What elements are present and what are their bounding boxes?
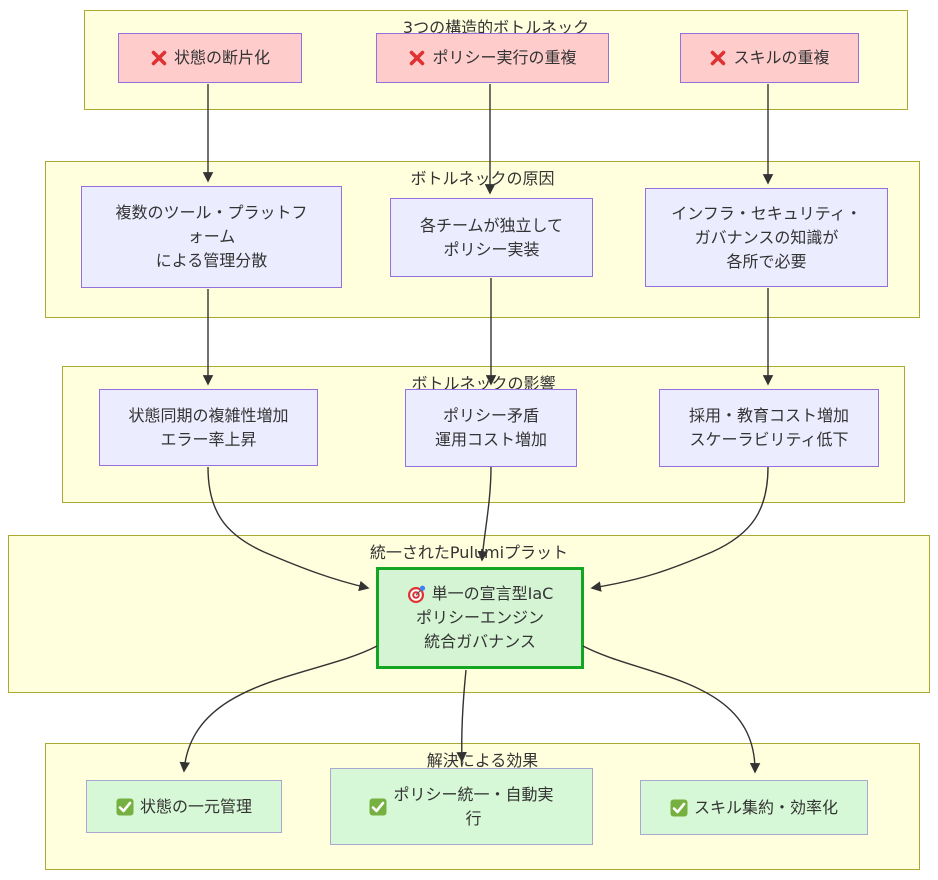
cross-mark-icon [709,49,727,67]
cause-node-tool-dispersion: 複数のツール・プラットフ ォーム による管理分散 [81,186,342,288]
impact-node-label: 採用・教育コスト増加 スケーラビリティ低下 [688,406,849,449]
check-mark-icon [369,798,387,816]
solution-node-line1: 単一の宣言型IaC [407,582,554,606]
cause-node-independent-policy: 各チームが独立して ポリシー実装 [390,198,593,277]
effect-node-centralized-state: 状態の一元管理 [86,780,282,833]
cluster-bottlenecks-title: 3つの構造的ボトルネック [402,18,590,37]
cluster-platform-title: 統一されたPulumiプラット [369,543,569,562]
impact-node-label: 状態同期の複雑性増加 エラー率上昇 [128,405,289,449]
effect-node-unified-policy: ポリシー統一・自動実 行 [330,768,593,845]
impact-node-label: ポリシー矛盾 運用コスト増加 [434,406,547,449]
effect-node-label: 状態の一元管理 [139,796,252,816]
cluster-causes-title: ボトルネックの原因 [410,169,555,188]
solution-node-label-line1: 単一の宣言型IaC [431,584,554,603]
solution-node-label-rest: ポリシーエンジン 統合ガバナンス [415,608,544,651]
problem-node-policy-duplication: ポリシー実行の重複 [376,33,609,83]
problem-node-label: 状態の断片化 [173,48,270,67]
cross-mark-icon [408,49,426,67]
impact-node-sync-complexity: 状態同期の複雑性増加 エラー率上昇 [99,389,318,466]
problem-node-state-fragmentation: 状態の断片化 [118,33,302,83]
cause-node-label: インフラ・セキュリティ・ ガバナンスの知識が 各所で必要 [671,203,862,271]
cluster-impacts-title: ボトルネックの影響 [411,374,556,393]
problem-node-label: ポリシー実行の重複 [432,48,577,67]
impact-node-cost-scalability: 採用・教育コスト増加 スケーラビリティ低下 [659,389,879,467]
check-mark-icon [670,799,688,817]
target-icon [407,585,426,604]
cluster-effects-title: 解決による効果 [426,751,539,770]
effect-node-skill-consolidation: スキル集約・効率化 [640,780,868,835]
cross-mark-icon [150,49,168,67]
impact-node-policy-conflict: ポリシー矛盾 運用コスト増加 [405,389,577,467]
cause-node-label: 各チームが独立して ポリシー実装 [419,215,564,259]
problem-node-label: スキルの重複 [733,48,830,67]
cause-node-label: 複数のツール・プラットフ ォーム による管理分散 [115,203,308,270]
solution-node-unified-platform: 単一の宣言型IaC ポリシーエンジン 統合ガバナンス [376,567,584,669]
effect-node-label: スキル集約・効率化 [693,797,838,817]
problem-node-skill-duplication: スキルの重複 [680,33,859,83]
effect-node-label: ポリシー統一・自動実 行 [393,784,554,828]
cause-node-knowledge-everywhere: インフラ・セキュリティ・ ガバナンスの知識が 各所で必要 [645,188,888,287]
check-mark-icon [116,798,134,816]
